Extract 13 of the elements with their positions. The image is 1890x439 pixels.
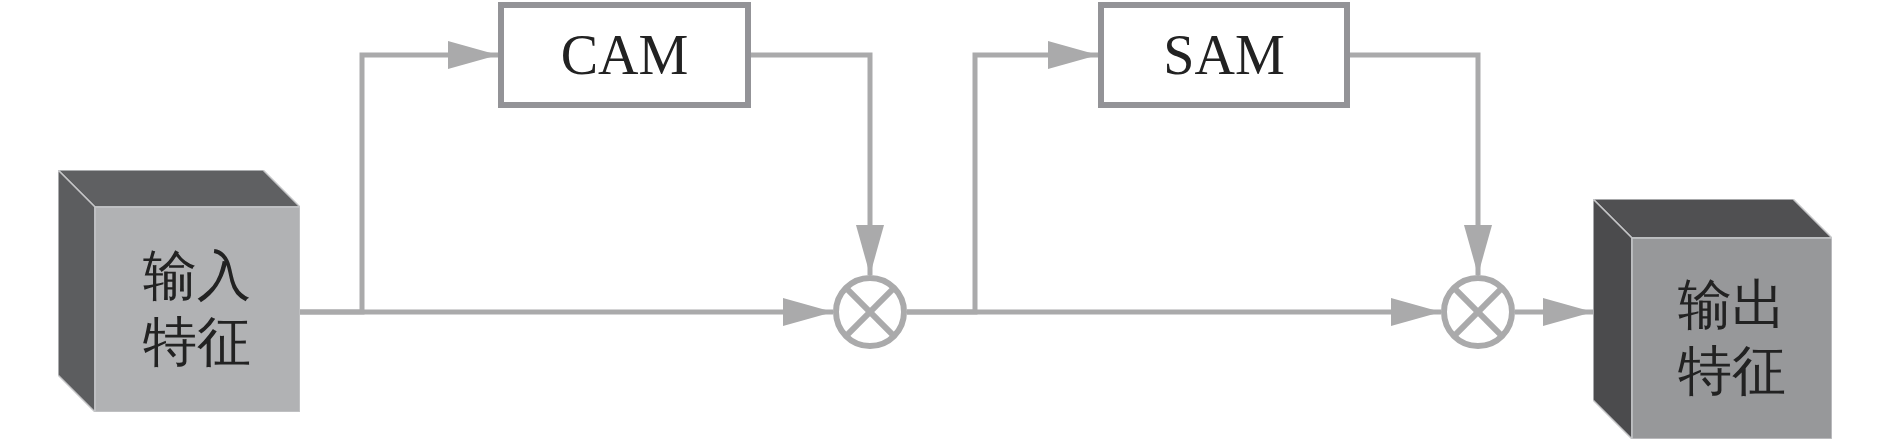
arrow <box>300 41 498 315</box>
node-label: 输入特征 <box>142 244 253 374</box>
node-label: 输出特征 <box>1677 273 1787 403</box>
multiply-symbol <box>1441 275 1515 349</box>
arrow <box>1515 298 1593 326</box>
arrow <box>907 298 1441 326</box>
module-label: CAM <box>560 27 689 83</box>
arrow <box>1350 52 1492 275</box>
module-box <box>1098 2 1350 108</box>
arrow <box>751 52 884 275</box>
multiply-symbol <box>833 275 907 349</box>
module-box <box>498 2 751 108</box>
module-label: SAM <box>1163 27 1285 83</box>
